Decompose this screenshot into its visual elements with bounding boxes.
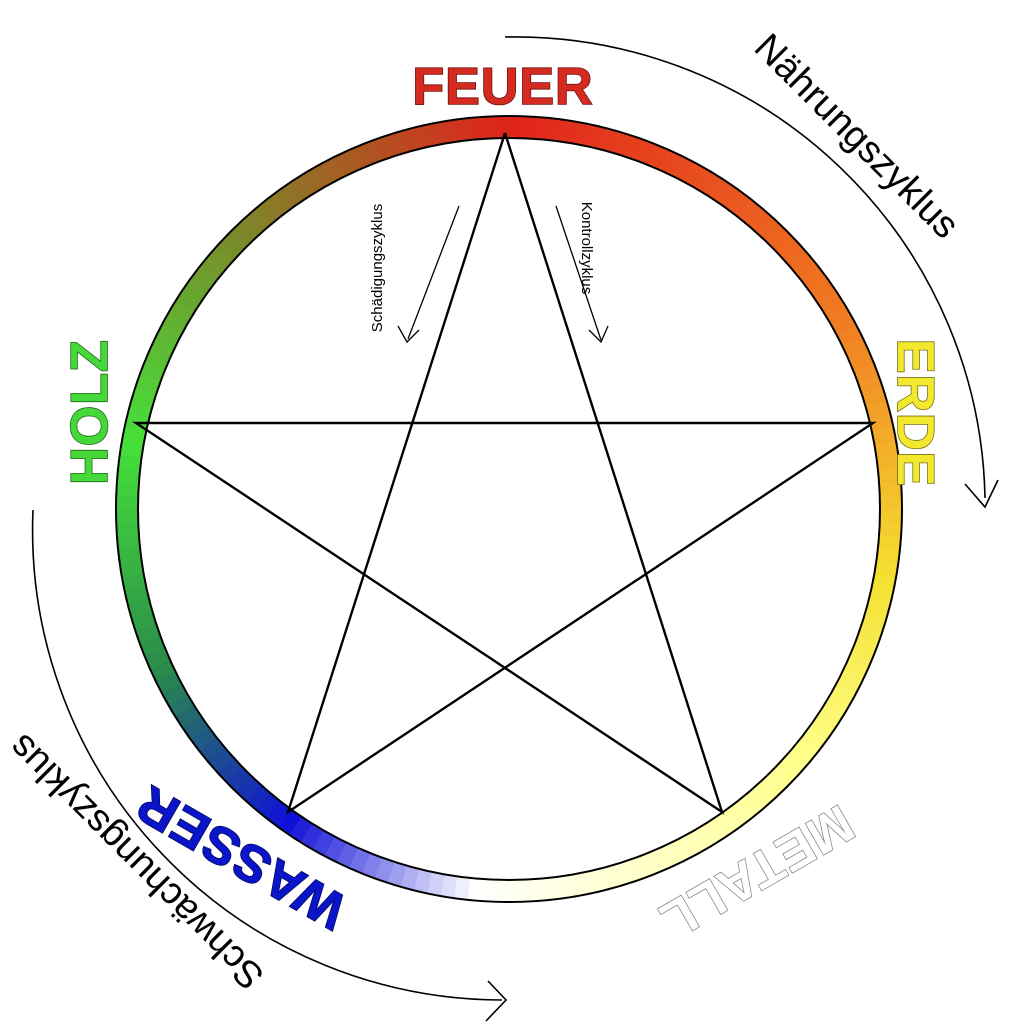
ring-outline <box>115 115 903 903</box>
feuer-label: FEUER <box>412 58 593 116</box>
kontroll-arrow <box>555 205 609 344</box>
ring-outline <box>137 137 881 881</box>
holz-label: HOLZ <box>61 339 119 485</box>
naehrung-cycle-arrow <box>504 36 999 509</box>
schaedigung-cycle-label: Schädigungszyklus <box>369 204 386 332</box>
metall-label: METALL <box>650 793 863 950</box>
erde-label: ERDE <box>886 339 944 487</box>
kontroll-cycle-label: Kontrollzyklus <box>578 202 595 295</box>
pentagram-star <box>132 132 877 815</box>
element-color-ring <box>115 115 903 903</box>
naehrung-cycle-label: Nährungszyklus <box>746 26 967 247</box>
schwaechung-cycle-arrow <box>31 509 508 1022</box>
schaedigung-arrow <box>397 205 460 344</box>
pentagram-lines <box>132 132 877 815</box>
